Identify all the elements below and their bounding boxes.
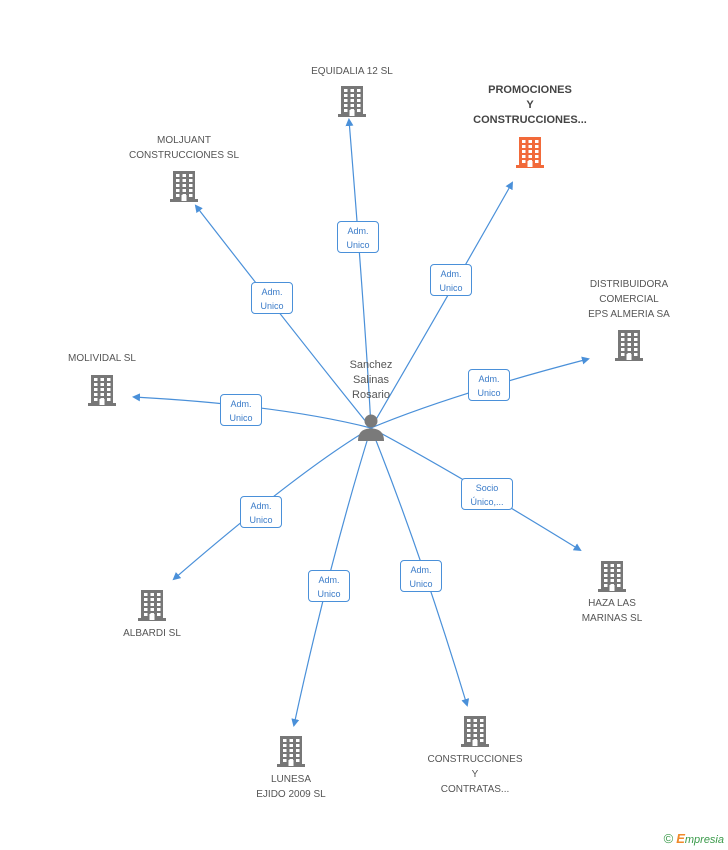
company-node-promociones[interactable]: [516, 135, 544, 169]
relation-badge-distribuidora[interactable]: Adm. Unico: [468, 369, 510, 401]
company-label-line: ALBARDI SL: [123, 628, 181, 639]
company-label-moljuant[interactable]: MOLJUANT CONSTRUCCIONES SL: [129, 133, 239, 163]
company-label-line: HAZA LAS: [588, 598, 636, 609]
relation-text: Unico: [477, 388, 501, 398]
relation-text: Socio: [475, 483, 499, 493]
center-person-name: Sanchez Salinas Rosario: [340, 358, 402, 403]
building-icon: [461, 714, 489, 753]
relation-text: Adm.: [318, 575, 340, 585]
copyright-icon: ©: [663, 831, 674, 846]
building-icon: [88, 373, 116, 412]
person-icon: [358, 414, 384, 441]
company-label-promociones[interactable]: PROMOCIONES Y CONSTRUCCIONES...: [473, 83, 587, 128]
brand-initial: E: [676, 831, 685, 846]
company-label-line: CONTRATAS...: [440, 784, 510, 795]
relation-badge-lunesa[interactable]: Adm. Unico: [308, 570, 350, 602]
company-label-line: MARINAS SL: [581, 613, 643, 624]
relation-text: Adm.: [347, 226, 369, 236]
building-icon: [598, 559, 626, 598]
edge-promociones: [370, 181, 513, 429]
company-label-line: EJIDO 2009 SL: [256, 789, 326, 800]
company-label-line: Y: [526, 99, 534, 111]
person-name-line: Rosario: [352, 389, 390, 401]
company-label-line: CONSTRUCCIONES...: [473, 114, 587, 126]
company-label-line: EPS ALMERIA SA: [588, 309, 670, 320]
company-node-molividal[interactable]: [88, 373, 116, 407]
company-node-moljuant[interactable]: [170, 169, 198, 203]
company-label-lunesa[interactable]: LUNESA EJIDO 2009 SL: [256, 772, 325, 802]
company-label-line: CONSTRUCCIONES: [427, 754, 523, 765]
company-node-contratas[interactable]: [461, 714, 489, 748]
company-label-line: COMERCIAL: [599, 294, 659, 305]
footer-brand[interactable]: ©Empresia: [664, 831, 724, 846]
company-label-line: MOLIVIDAL SL: [68, 353, 136, 364]
relation-text: Adm.: [250, 501, 272, 511]
building-icon: [138, 588, 166, 627]
edge-equidalia: [345, 118, 372, 429]
company-label-contratas[interactable]: CONSTRUCCIONES Y CONTRATAS...: [427, 752, 522, 797]
company-label-haza[interactable]: HAZA LAS MARINAS SL: [582, 596, 643, 626]
company-label-molividal[interactable]: MOLIVIDAL SL: [68, 351, 136, 366]
relation-badge-molividal[interactable]: Adm. Unico: [220, 394, 262, 426]
company-node-lunesa[interactable]: [277, 734, 305, 768]
company-label-line: MOLJUANT: [157, 135, 211, 146]
relation-text: Único,...: [470, 497, 504, 507]
center-person[interactable]: Sanchez Salinas Rosario: [340, 358, 402, 441]
person-name-line: Sanchez: [349, 359, 393, 371]
relation-badge-contratas[interactable]: Adm. Unico: [400, 560, 442, 592]
relation-text: Unico: [439, 283, 463, 293]
building-icon: [277, 734, 305, 773]
relation-text: Unico: [260, 301, 284, 311]
brand-name: mpresia: [684, 834, 724, 846]
relation-text: Adm.: [261, 287, 283, 297]
relation-text: Unico: [249, 515, 273, 525]
company-label-line: PROMOCIONES: [488, 84, 572, 96]
relation-badge-albardi[interactable]: Adm. Unico: [240, 496, 282, 528]
building-icon: [615, 328, 643, 367]
building-icon: [516, 135, 544, 174]
company-label-equidalia[interactable]: EQUIDALIA 12 SL: [311, 64, 393, 79]
company-node-equidalia[interactable]: [338, 84, 366, 118]
company-node-albardi[interactable]: [138, 588, 166, 622]
person-name-line: Salinas: [352, 374, 390, 386]
company-label-line: LUNESA: [270, 774, 312, 785]
company-label-line: Y: [471, 769, 479, 780]
relation-text: Unico: [229, 413, 253, 423]
relation-text: Adm.: [440, 269, 462, 279]
company-label-line: DISTRIBUIDORA: [589, 279, 669, 290]
building-icon: [338, 84, 366, 123]
relation-text: Adm.: [410, 565, 432, 575]
company-label-distribuidora[interactable]: DISTRIBUIDORA COMERCIAL EPS ALMERIA SA: [588, 277, 670, 322]
edge-albardi: [172, 427, 372, 581]
relation-badge-moljuant[interactable]: Adm. Unico: [251, 282, 293, 314]
relation-text: Unico: [409, 579, 433, 589]
relation-badge-equidalia[interactable]: Adm. Unico: [337, 221, 379, 253]
building-icon: [170, 169, 198, 208]
edge-molividal: [132, 393, 372, 429]
company-label-line: EQUIDALIA 12 SL: [311, 66, 393, 77]
edge-lunesa: [291, 427, 372, 727]
company-node-distribuidora[interactable]: [615, 328, 643, 362]
relation-text: Adm.: [230, 399, 252, 409]
company-label-albardi[interactable]: ALBARDI SL: [123, 626, 181, 641]
edge-distribuidora: [370, 356, 590, 429]
edge-contratas: [370, 427, 470, 707]
relation-badge-promociones[interactable]: Adm. Unico: [430, 264, 472, 296]
company-node-haza[interactable]: [598, 559, 626, 593]
relation-text: Unico: [346, 240, 370, 250]
relation-text: Unico: [317, 589, 341, 599]
edge-moljuant: [194, 204, 372, 429]
company-label-line: CONSTRUCCIONES SL: [128, 150, 240, 161]
relation-text: Adm.: [478, 374, 500, 384]
